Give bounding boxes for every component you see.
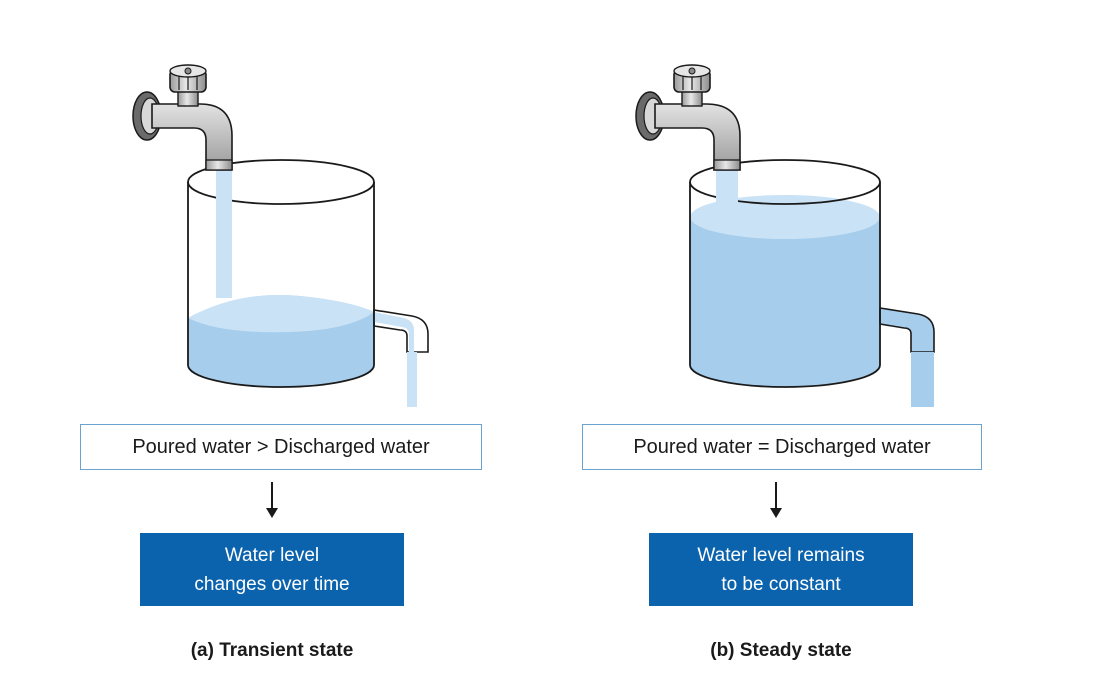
left-condition-box: Poured water > Discharged water <box>80 424 482 470</box>
left-down-arrow-icon <box>266 482 278 518</box>
left-result-box: Water level changes over time <box>140 533 404 606</box>
right-water <box>690 217 880 387</box>
right-down-arrow-icon <box>770 482 782 518</box>
left-outlet-stream <box>407 352 417 407</box>
left-caption: (a) Transient state <box>190 640 354 661</box>
right-inflow-stream <box>716 168 738 208</box>
left-result-line1: Water level <box>224 544 320 566</box>
left-condition-text: Poured water > Discharged water <box>132 435 430 458</box>
right-result-line2: to be constant <box>721 573 841 595</box>
left-inflow-stream <box>216 168 232 298</box>
right-outlet-pipe <box>879 307 935 353</box>
right-tank <box>635 64 935 407</box>
right-faucet-icon <box>635 64 741 171</box>
left-tank <box>132 64 429 407</box>
right-outlet-stream <box>911 352 934 407</box>
right-condition-text: Poured water = Discharged water <box>633 435 931 458</box>
right-result-line1: Water level remains <box>697 544 865 566</box>
right-caption: (b) Steady state <box>710 640 852 661</box>
right-result-box: Water level remains to be constant <box>649 533 913 606</box>
right-condition-box: Poured water = Discharged water <box>582 424 982 470</box>
left-result-line2: changes over time <box>194 573 350 595</box>
left-faucet-icon <box>132 64 233 171</box>
